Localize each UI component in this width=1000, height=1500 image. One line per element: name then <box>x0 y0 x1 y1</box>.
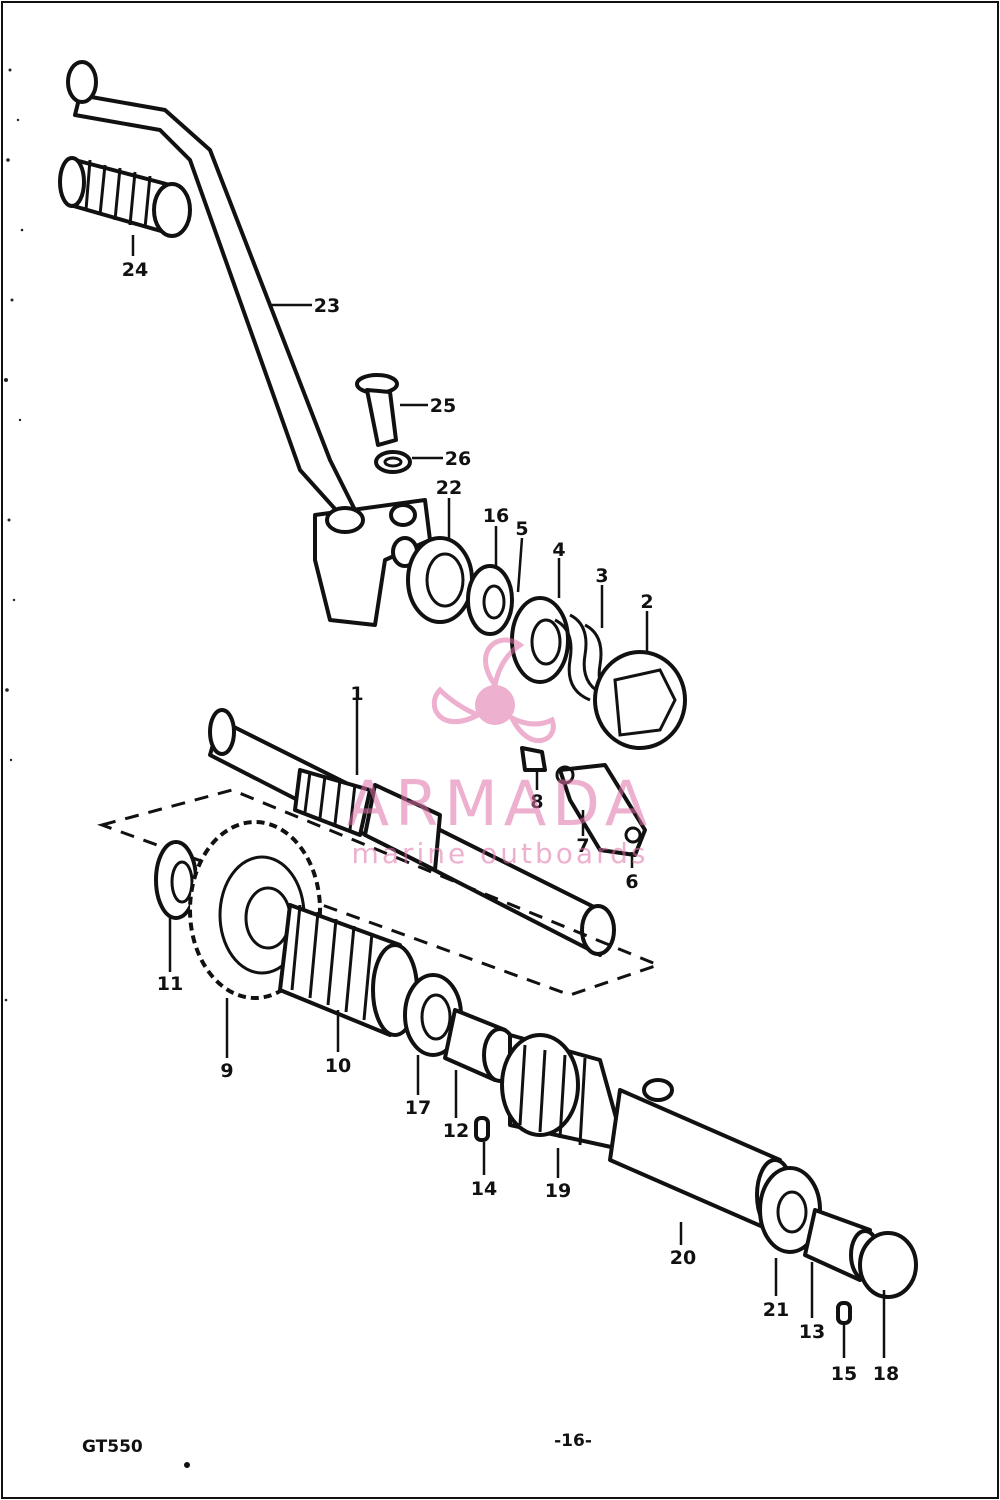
kick-lever <box>66 60 432 627</box>
callout-19: 19 <box>545 1180 571 1202</box>
callout-26: 26 <box>445 448 471 470</box>
callout-11: 11 <box>157 973 183 995</box>
washer-21 <box>758 1166 822 1254</box>
callout-12: 12 <box>443 1120 469 1142</box>
cap <box>858 1231 918 1299</box>
spring-guide <box>510 596 570 684</box>
scan-noise <box>4 68 24 1002</box>
callout-17: 17 <box>405 1097 431 1119</box>
kick-drive-gear <box>278 903 419 1037</box>
ink-dot <box>184 1462 190 1468</box>
watermark: ARMADA marine outboards <box>347 637 653 870</box>
page-number: -16- <box>554 1431 592 1451</box>
propeller-logo <box>431 637 556 743</box>
callout-3: 3 <box>595 565 608 587</box>
kick-shaft <box>208 708 616 957</box>
washer <box>374 450 412 474</box>
pin-14 <box>474 1116 490 1142</box>
washer-16 <box>466 564 514 636</box>
washer-11 <box>154 840 198 920</box>
callout-2: 2 <box>640 591 653 613</box>
callout-23: 23 <box>314 295 340 317</box>
callout-24: 24 <box>122 259 148 281</box>
callout-6: 6 <box>625 871 638 893</box>
callout-7: 7 <box>576 835 589 857</box>
ratchet <box>593 650 687 750</box>
callout-21: 21 <box>763 1299 789 1321</box>
leader-lines <box>131 235 886 1358</box>
callout-25: 25 <box>430 395 456 417</box>
oil-seal <box>406 536 474 624</box>
callout-10: 10 <box>325 1055 351 1077</box>
callout-8: 8 <box>530 791 543 813</box>
callout-15: 15 <box>831 1363 857 1385</box>
callout-4: 4 <box>552 539 565 561</box>
idle-gear <box>500 1033 627 1152</box>
callout-16: 16 <box>483 505 509 527</box>
stopper <box>520 746 547 772</box>
callout-18: 18 <box>873 1363 899 1385</box>
callout-13: 13 <box>799 1321 825 1343</box>
bolt <box>355 373 399 447</box>
model-code: GT550 <box>82 1437 143 1457</box>
callout-1: 1 <box>350 683 363 705</box>
callout-numbers: 1 2 3 4 5 6 7 8 9 10 11 12 13 14 15 16 1… <box>122 259 899 1385</box>
callout-9: 9 <box>220 1060 233 1082</box>
watermark-tagline: marine outboards <box>352 837 649 870</box>
callout-5: 5 <box>515 518 528 540</box>
callout-20: 20 <box>670 1247 696 1269</box>
pin-15 <box>836 1301 852 1325</box>
shaft-guide <box>555 763 647 857</box>
callout-14: 14 <box>471 1178 497 1200</box>
watermark-brand: ARMADA <box>347 767 653 840</box>
callout-22: 22 <box>436 477 462 499</box>
kick-rubber-grip <box>58 156 192 238</box>
